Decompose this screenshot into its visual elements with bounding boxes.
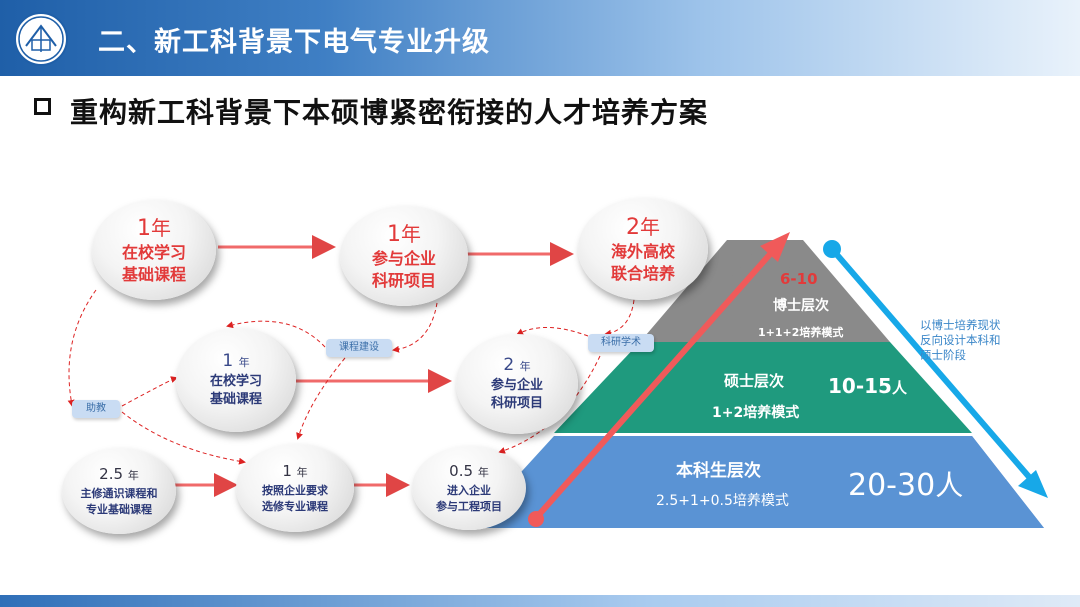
- bachelor-count-value: 20-30: [848, 468, 936, 503]
- step-label-line1: 参与企业: [371, 248, 436, 268]
- master-count-value: 10-15: [828, 374, 892, 398]
- flow-step-circle: 1年 参与企业 科研项目: [340, 206, 468, 306]
- step-unit: 年: [519, 360, 531, 373]
- page-subtitle: 重构新工科背景下本硕博紧密衔接的人才培养方案: [70, 96, 709, 129]
- step-unit: 年: [477, 466, 489, 479]
- flow-step-circle: 1年 在校学习 基础课程: [92, 200, 216, 300]
- step-years: 1: [137, 215, 151, 241]
- step-label-line2: 基础课程: [209, 392, 262, 407]
- master-mode: 1+2培养模式: [712, 405, 800, 421]
- step-label-line1: 进入企业: [447, 484, 491, 497]
- step-years: 1: [387, 221, 401, 247]
- step-label-line1: 主修通识课程和: [80, 487, 158, 500]
- phd-mode: 1+1+2培养模式: [758, 326, 844, 339]
- tag-assist: 助教: [72, 400, 120, 418]
- footer-bar: [0, 595, 1080, 607]
- step-label-line1: 参与企业: [490, 378, 543, 393]
- university-logo-icon: [14, 12, 68, 66]
- flow-step-circle: 1 年 在校学习 基础课程: [176, 328, 296, 432]
- flow-step-circle: 2 年 参与企业 科研项目: [456, 334, 578, 434]
- bachelor-level: 本科生层次: [676, 461, 761, 481]
- bachelor-mode: 2.5+1+0.5培养模式: [656, 493, 789, 509]
- flow-step-circle: 2.5 年 主修通识课程和 专业基础课程: [62, 448, 176, 534]
- step-unit: 年: [127, 469, 139, 482]
- bullet-square-icon: [34, 98, 51, 115]
- step-label-line2: 联合培养: [610, 263, 675, 283]
- step-label-line1: 在校学习: [209, 374, 262, 389]
- step-label-line2: 基础课程: [121, 264, 186, 284]
- master-count-unit: 人: [891, 379, 907, 397]
- step-unit: 年: [151, 215, 171, 240]
- header-title: 二、新工科背景下电气专业升级: [98, 27, 490, 58]
- step-unit: 年: [296, 466, 308, 479]
- bachelor-count: 20-30人: [848, 464, 963, 504]
- flow-step-circle: 0.5 年 进入企业 参与工程项目: [412, 446, 526, 530]
- phd-range: 6-10: [780, 270, 818, 288]
- flow-step-circle: 2年 海外高校 联合培养: [578, 198, 708, 300]
- bachelor-count-unit: 人: [935, 469, 964, 502]
- side-note: 以博士培养现状反向设计本科和硕士阶段: [920, 318, 1001, 362]
- tag-research: 科研学术: [588, 334, 654, 352]
- flow-step-circle: 1 年 按照企业要求 选修专业课程: [236, 444, 354, 532]
- step-label-line1: 在校学习: [121, 242, 186, 262]
- step-label-line2: 科研项目: [371, 270, 436, 290]
- step-label-line2: 参与工程项目: [436, 500, 502, 513]
- step-label-line2: 选修专业课程: [262, 500, 328, 513]
- step-years: 2.5: [99, 465, 124, 483]
- step-years: 1: [222, 351, 234, 371]
- tag-course-building: 课程建设: [326, 339, 392, 357]
- step-label-line1: 海外高校: [610, 241, 675, 261]
- step-years: 2: [503, 355, 515, 375]
- step-unit: 年: [640, 214, 660, 239]
- step-unit: 年: [401, 221, 421, 246]
- step-years: 0.5: [449, 462, 474, 480]
- master-count: 10-15人: [828, 374, 907, 398]
- master-level: 硕士层次: [724, 372, 785, 390]
- step-label-line2: 科研项目: [490, 396, 543, 411]
- step-years: 2: [626, 214, 640, 240]
- step-label-line2: 专业基础课程: [86, 503, 152, 516]
- step-unit: 年: [238, 356, 250, 369]
- step-label-line1: 按照企业要求: [262, 484, 328, 497]
- phd-level: 博士层次: [773, 298, 829, 314]
- step-years: 1: [282, 462, 292, 480]
- header-bar: 二、新工科背景下电气专业升级: [0, 0, 1080, 76]
